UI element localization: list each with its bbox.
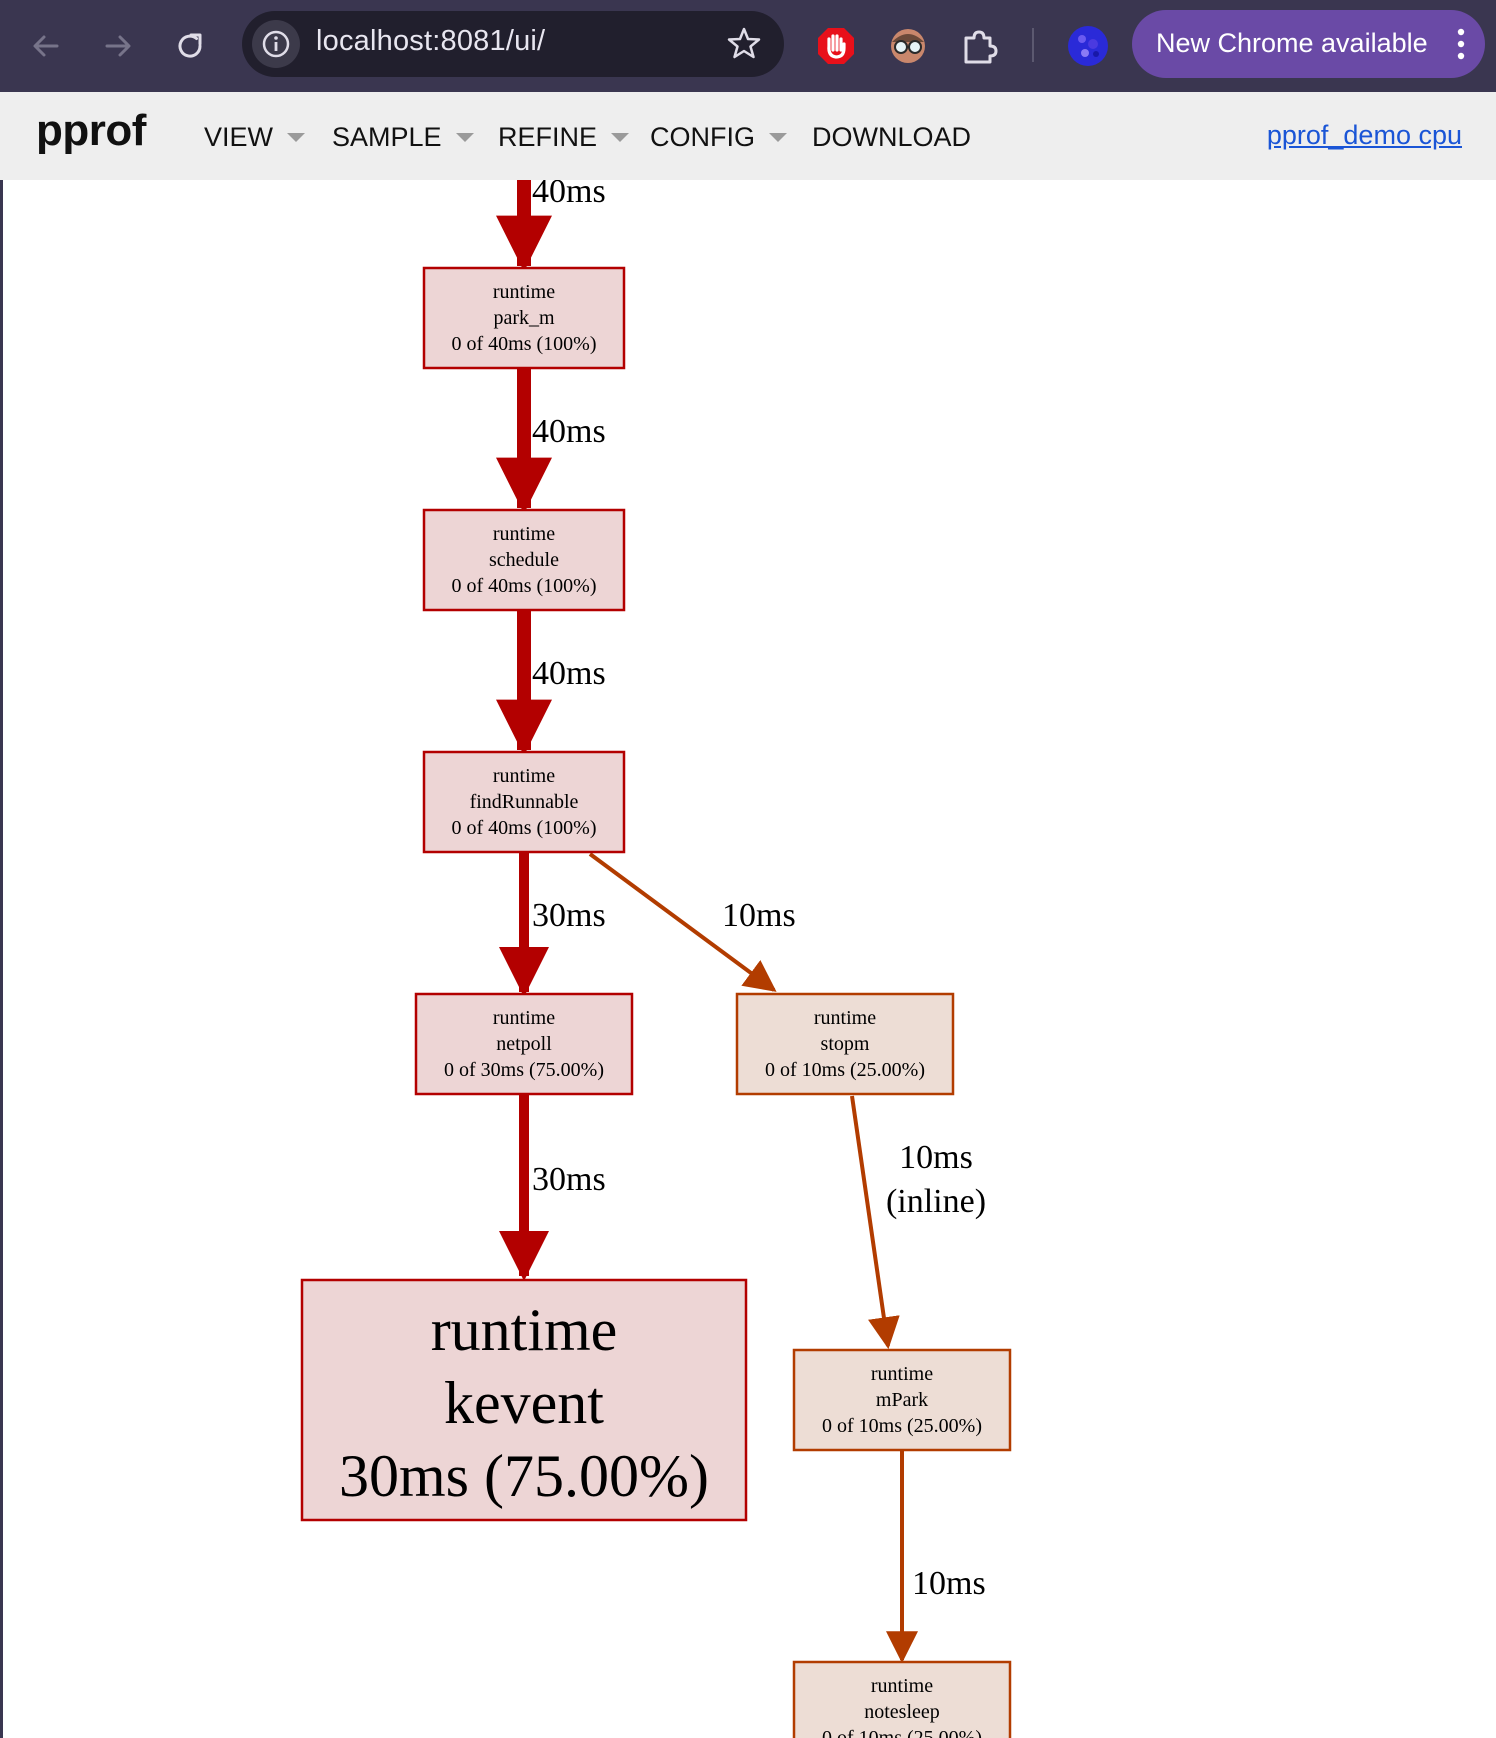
node-line: stopm xyxy=(821,1033,870,1055)
menu-config[interactable]: CONFIG xyxy=(650,120,787,154)
back-arrow-icon[interactable] xyxy=(22,22,70,70)
node-line: 0 of 10ms (25.00%) xyxy=(822,1727,982,1738)
edge-label: 10ms xyxy=(899,1139,973,1176)
menu-download[interactable]: DOWNLOAD xyxy=(812,120,971,154)
call-graph[interactable]: 40ms 40ms 40ms 30ms 10ms 30ms 10ms (inli… xyxy=(0,180,1496,1738)
menu-sample[interactable]: SAMPLE xyxy=(332,120,474,154)
node-line: mPark xyxy=(876,1389,928,1411)
url-text[interactable]: localhost:8081/ui/ xyxy=(316,25,546,57)
menu-config-label: CONFIG xyxy=(650,121,755,152)
chevron-down-icon xyxy=(611,132,630,142)
edge-label: 30ms xyxy=(532,1161,606,1198)
edge-label: 30ms xyxy=(532,897,606,934)
forward-arrow-icon[interactable] xyxy=(94,22,142,70)
edge-findRunnable-to-netpoll[interactable]: 30ms xyxy=(499,852,606,997)
edge-netpoll-to-kevent[interactable]: 30ms xyxy=(499,1094,606,1281)
edge-label: 10ms xyxy=(912,1565,986,1602)
node-netpoll[interactable]: runtime netpoll 0 of 30ms (75.00%) xyxy=(414,992,634,1096)
menu-sample-label: SAMPLE xyxy=(332,121,442,152)
chevron-down-icon xyxy=(455,132,474,142)
edge-label: (inline) xyxy=(886,1183,986,1220)
node-line: 0 of 30ms (75.00%) xyxy=(444,1059,604,1081)
node-line: kevent xyxy=(444,1370,604,1436)
edge-label: 40ms xyxy=(532,180,606,210)
profile-title-link[interactable]: pprof_demo cpu xyxy=(1266,120,1462,150)
node-line: 0 of 10ms (25.00%) xyxy=(822,1415,982,1437)
node-stopm[interactable]: runtime stopm 0 of 10ms (25.00%) xyxy=(735,992,955,1096)
adblock-hand-icon[interactable] xyxy=(814,24,858,68)
node-line: 0 of 40ms (100%) xyxy=(452,575,597,597)
puzzle-extensions-icon[interactable] xyxy=(958,24,1002,68)
edge-mPark-to-notesleep[interactable]: 10ms xyxy=(886,1450,986,1664)
node-line: runtime xyxy=(871,1363,933,1385)
node-schedule[interactable]: runtime schedule 0 of 40ms (100%) xyxy=(422,508,626,612)
browser-toolbar: localhost:8081/ui/ New Chrome available xyxy=(0,0,1496,92)
edge-stopm-to-mPark[interactable]: 10ms (inline) xyxy=(850,1095,986,1350)
menu-refine-label: REFINE xyxy=(498,121,598,152)
node-line: 0 of 10ms (25.00%) xyxy=(765,1059,925,1081)
node-line: park_m xyxy=(493,307,555,329)
node-notesleep[interactable]: runtime notesleep 0 of 10ms (25.00%) xyxy=(792,1660,1012,1738)
edge-label: 40ms xyxy=(532,655,606,692)
node-line: notesleep xyxy=(864,1701,940,1723)
node-line: 30ms (75.00%) xyxy=(339,1443,709,1509)
node-line: runtime xyxy=(493,765,555,787)
menu-refine[interactable]: REFINE xyxy=(498,120,630,154)
edge-park_m-to-schedule[interactable]: 40ms xyxy=(496,368,606,514)
chevron-down-icon xyxy=(287,132,306,142)
bookmark-star-icon[interactable] xyxy=(726,25,762,61)
reload-icon[interactable] xyxy=(166,22,214,70)
node-mPark[interactable]: runtime mPark 0 of 10ms (25.00%) xyxy=(792,1348,1012,1452)
node-line: runtime xyxy=(493,281,555,303)
node-kevent[interactable]: runtime kevent 30ms (75.00%) xyxy=(300,1278,748,1522)
update-button-label: New Chrome available xyxy=(1156,28,1428,58)
more-vert-icon[interactable] xyxy=(1455,26,1467,62)
toolbar-divider xyxy=(1032,28,1034,62)
node-line: 0 of 40ms (100%) xyxy=(452,333,597,355)
node-park_m[interactable]: runtime park_m 0 of 40ms (100%) xyxy=(422,266,626,370)
profile-avatar-icon[interactable] xyxy=(1066,24,1110,68)
pprof-toolbar: pprof VIEW SAMPLE REFINE CONFIG DOWNLOAD… xyxy=(0,92,1496,180)
edge-label: 40ms xyxy=(532,413,606,450)
edge-schedule-to-findRunnable[interactable]: 40ms xyxy=(496,610,606,756)
node-line: netpoll xyxy=(496,1033,552,1055)
node-line: runtime xyxy=(431,1297,618,1363)
node-line: findRunnable xyxy=(470,791,579,813)
new-chrome-available-button[interactable]: New Chrome available xyxy=(1132,10,1485,78)
node-findRunnable[interactable]: runtime findRunnable 0 of 40ms (100%) xyxy=(422,750,626,854)
address-bar[interactable]: localhost:8081/ui/ xyxy=(242,11,784,77)
edge-findRunnable-to-stopm[interactable]: 10ms xyxy=(588,852,796,992)
node-line: 0 of 40ms (100%) xyxy=(452,817,597,839)
site-info-icon[interactable] xyxy=(252,20,300,68)
chevron-down-icon xyxy=(769,132,787,142)
edge-label: 10ms xyxy=(722,897,796,934)
menu-download-label: DOWNLOAD xyxy=(812,121,972,152)
node-line: runtime xyxy=(814,1007,876,1029)
node-line: runtime xyxy=(871,1675,933,1697)
menu-view-label: VIEW xyxy=(204,121,274,152)
node-line: schedule xyxy=(489,549,559,571)
menu-view[interactable]: VIEW xyxy=(204,120,306,154)
node-line: runtime xyxy=(493,523,555,545)
window-left-border xyxy=(0,180,3,1738)
node-line: runtime xyxy=(493,1007,555,1029)
pprof-logo[interactable]: pprof xyxy=(36,106,146,155)
glasses-face-extension-icon[interactable] xyxy=(886,24,930,68)
edge-into-park_m[interactable]: 40ms xyxy=(496,180,606,272)
